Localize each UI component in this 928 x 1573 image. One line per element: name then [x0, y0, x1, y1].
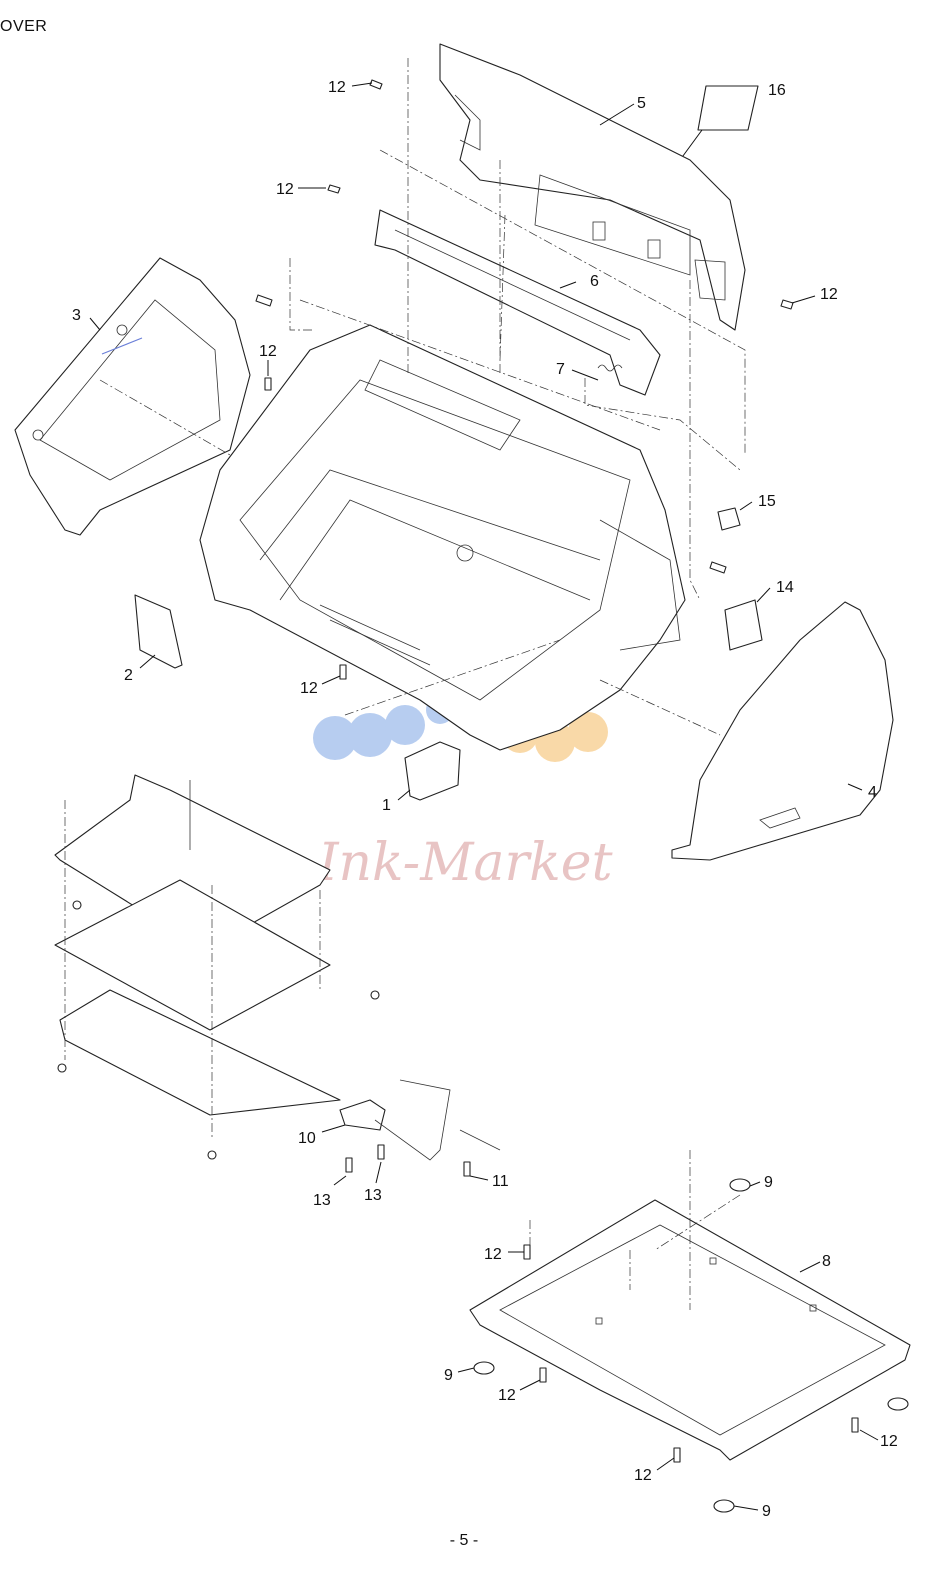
- callout-12: 12: [259, 343, 277, 360]
- watermark-text: Ink-Market: [317, 833, 613, 893]
- callout-8: 8: [822, 1253, 831, 1270]
- page-number: - 5 -: [449, 1532, 479, 1549]
- part-7-spring: [597, 364, 623, 372]
- assembly-guide-lines: [99, 58, 746, 736]
- part-6-scanner-bar: [374, 209, 661, 396]
- callout-12: 12: [300, 680, 318, 697]
- part-11-bracket: [374, 1079, 501, 1161]
- callout-9: 9: [444, 1367, 453, 1384]
- part-10-bracket: [339, 1099, 386, 1131]
- callout-4: 4: [868, 784, 877, 801]
- section-title: OVER: [0, 18, 48, 35]
- lower-plate-assembly: [54, 774, 380, 1160]
- part-5-top-cover: [439, 43, 746, 331]
- callout-10: 10: [298, 1130, 316, 1147]
- callout-12: 12: [276, 181, 294, 198]
- part-3-left-side-cover: [14, 257, 251, 536]
- callout-12: 12: [498, 1387, 516, 1404]
- callout-9: 9: [764, 1174, 773, 1191]
- callout-13: 13: [364, 1187, 382, 1204]
- callout-12: 12: [820, 286, 838, 303]
- screws-lower: [345, 1144, 471, 1177]
- callout-15: 15: [758, 493, 776, 510]
- part-16-label-plate: [679, 85, 759, 161]
- callout-6: 6: [590, 273, 599, 290]
- part-4-right-side-cover: [671, 601, 894, 861]
- callout-11: 11: [492, 1173, 509, 1190]
- watermark-dot: [348, 713, 392, 757]
- callout-16: 16: [768, 82, 786, 99]
- callout-13: 13: [313, 1192, 331, 1209]
- watermark-dot: [313, 716, 357, 760]
- callout-9: 9: [762, 1503, 771, 1520]
- callout-1: 1: [382, 797, 391, 814]
- part-15-clip: [717, 507, 741, 531]
- callout-12: 12: [880, 1433, 898, 1450]
- part-14-bracket: [724, 599, 763, 651]
- screws-upper: [255, 79, 794, 680]
- callout-5: 5: [637, 95, 646, 112]
- callout-3: 3: [72, 307, 81, 324]
- part-1-small-cover: [404, 741, 461, 801]
- callout-14: 14: [776, 579, 794, 596]
- callout-12: 12: [484, 1246, 502, 1263]
- part-8-bottom-tray: [469, 1150, 911, 1461]
- main-chassis: [199, 324, 686, 751]
- callout-12: 12: [634, 1467, 652, 1484]
- watermark-dot: [385, 705, 425, 745]
- callout-2: 2: [124, 667, 133, 684]
- watermark: Ink-Market: [313, 696, 613, 893]
- callout-7: 7: [556, 361, 565, 378]
- watermark-dot: [568, 712, 608, 752]
- leader-lines: [89, 82, 879, 1511]
- part-2-small-cover: [134, 594, 183, 669]
- callout-12: 12: [328, 79, 346, 96]
- callout-labels: 16 5 12 12 6 12 3 12 7 15 14 2 12 1 4 10…: [72, 79, 898, 1520]
